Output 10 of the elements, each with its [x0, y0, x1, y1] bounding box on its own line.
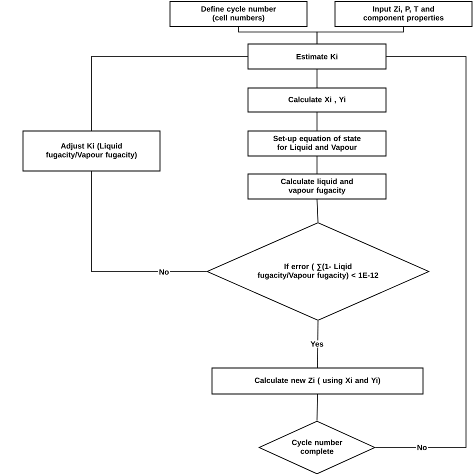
connector	[316, 26, 404, 44]
connector	[316, 112, 318, 131]
connector	[316, 69, 318, 88]
connector	[316, 199, 318, 222]
connector	[375, 56, 466, 448]
connector	[91, 56, 248, 131]
connector	[316, 156, 318, 174]
connector	[317, 320, 318, 368]
connector	[316, 394, 318, 421]
connector	[91, 171, 207, 272]
